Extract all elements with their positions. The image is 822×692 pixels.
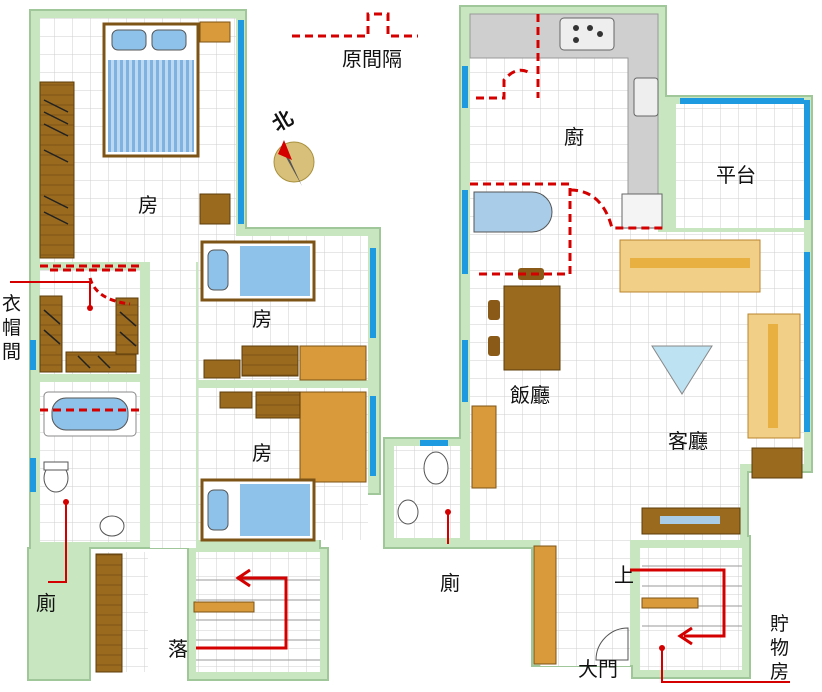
- sink: [397, 499, 419, 525]
- bed-room2: [200, 240, 316, 302]
- side-table: [751, 447, 803, 479]
- window: [370, 248, 376, 338]
- wardrobe: [95, 553, 123, 673]
- terrace-floor: [676, 104, 804, 228]
- right-unit: [383, 5, 813, 679]
- stove: [559, 17, 615, 51]
- label-bedroom-3: 房: [252, 441, 272, 465]
- label-original-partition: 原間隔: [342, 47, 402, 71]
- main-door: [595, 627, 629, 661]
- label-closet-2: 帽: [2, 317, 21, 339]
- label-storage-2: 物: [770, 637, 789, 659]
- nightstand: [199, 21, 231, 43]
- stairs-up: [641, 565, 742, 627]
- window: [238, 20, 244, 224]
- label-toilet-right: 廁: [440, 571, 460, 595]
- master-bed: [102, 22, 200, 158]
- window: [30, 458, 36, 492]
- label-bedroom-2: 房: [252, 307, 272, 331]
- label-stairs-down: 落: [168, 637, 188, 661]
- label-stairs-up: 上: [614, 563, 634, 587]
- partition-old: [476, 14, 540, 100]
- shoe-cabinet: [533, 545, 557, 665]
- north-compass: [273, 140, 315, 186]
- desk: [299, 345, 367, 381]
- callout-toilet-left: [48, 504, 67, 583]
- window: [30, 340, 36, 370]
- legend-partition-line: [292, 12, 418, 38]
- shelf: [255, 391, 301, 419]
- label-living: 客廳: [668, 429, 708, 453]
- label-north: 北: [268, 105, 297, 136]
- label-main-door: 大門: [578, 657, 618, 681]
- shelf: [241, 345, 299, 377]
- window: [462, 190, 468, 274]
- label-dining: 飯廳: [510, 383, 550, 407]
- partition-old: [40, 264, 140, 272]
- closet-shelf: [115, 297, 139, 355]
- closet-shelf: [39, 295, 63, 373]
- window: [804, 100, 810, 220]
- window: [462, 66, 468, 108]
- dining-table: [503, 285, 561, 371]
- nightstand: [199, 193, 231, 225]
- desk: [299, 391, 367, 483]
- toilet: [423, 451, 449, 485]
- cabinet: [203, 359, 241, 379]
- closet-shelf: [65, 351, 137, 373]
- cabinet: [471, 405, 497, 489]
- window: [804, 252, 810, 432]
- coffee-table: [651, 345, 713, 395]
- stair-arrow: [630, 568, 726, 638]
- window: [420, 440, 448, 446]
- label-closet-1: 衣: [2, 293, 21, 315]
- label-master-bedroom: 房: [138, 193, 158, 217]
- stairs-down: [193, 579, 320, 661]
- callout-closet: [10, 281, 91, 306]
- wardrobe: [39, 81, 75, 259]
- label-closet-3: 間: [2, 341, 21, 363]
- label-terrace: 平台: [716, 163, 756, 187]
- sink: [99, 515, 125, 537]
- callout-storage: [661, 650, 790, 683]
- window: [680, 98, 804, 104]
- fridge: [621, 193, 663, 229]
- bed-room3: [200, 478, 316, 542]
- stair-arrow: [196, 576, 288, 650]
- breakfast-table: [473, 191, 553, 233]
- label-storage-3: 房: [770, 661, 789, 683]
- window: [462, 340, 468, 402]
- label-kitchen: 廚: [564, 125, 584, 149]
- left-unit: [27, 9, 381, 681]
- window: [370, 396, 376, 476]
- sink: [633, 77, 659, 117]
- cabinet: [219, 391, 253, 409]
- label-toilet-left: 廁: [36, 591, 56, 615]
- label-storage-1: 貯: [770, 613, 789, 635]
- corridor-floor: [150, 262, 196, 548]
